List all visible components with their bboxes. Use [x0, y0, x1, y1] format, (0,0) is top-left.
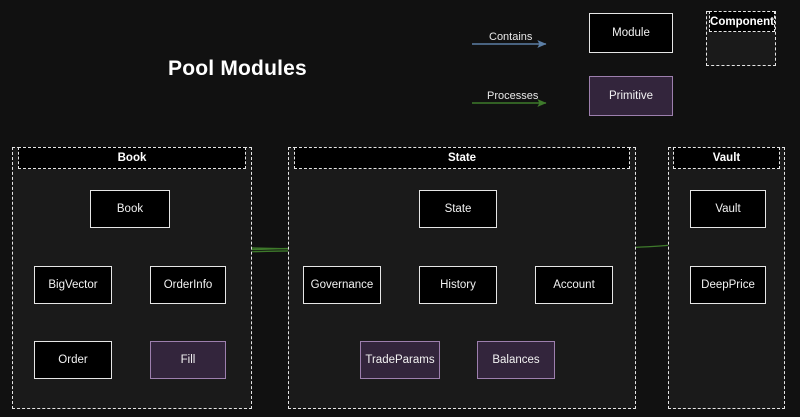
legend-shape-primitive: Primitive	[589, 76, 673, 116]
legend-shape-module-label: Module	[612, 26, 650, 39]
node-state-label: State	[444, 202, 472, 215]
legend-label-processes: Processes	[487, 90, 539, 102]
node-vault-label: Vault	[715, 202, 741, 215]
diagram-title: Pool Modules	[168, 57, 307, 80]
node-balances-label: Balances	[492, 353, 540, 366]
node-history-label: History	[440, 278, 476, 291]
node-bigvector[interactable]: BigVector	[34, 266, 112, 304]
legend-shape-component-label: Component	[710, 15, 774, 28]
node-tradeparams-label: TradeParams	[365, 353, 435, 366]
node-account-label: Account	[553, 278, 595, 291]
node-deepprice-label: DeepPrice	[701, 278, 755, 291]
node-account[interactable]: Account	[535, 266, 613, 304]
node-deepprice[interactable]: DeepPrice	[690, 266, 766, 304]
legend-shape-component-header: Component	[709, 11, 775, 32]
node-governance-label: Governance	[310, 278, 374, 291]
node-history[interactable]: History	[419, 266, 497, 304]
node-governance[interactable]: Governance	[303, 266, 381, 304]
node-orderinfo-label: OrderInfo	[163, 278, 213, 291]
node-vault[interactable]: Vault	[690, 190, 766, 228]
legend-label-contains: Contains	[489, 31, 533, 43]
node-balances[interactable]: Balances	[477, 341, 555, 379]
node-fill-label: Fill	[180, 353, 196, 366]
node-book-label: Book	[116, 202, 144, 215]
node-fill[interactable]: Fill	[150, 341, 226, 379]
node-order-label: Order	[58, 353, 88, 366]
legend-arrows	[472, 40, 547, 107]
node-bigvector-label: BigVector	[48, 278, 98, 291]
group-vault-label: Vault	[712, 152, 741, 164]
legend-shape-module: Module	[589, 13, 673, 53]
node-orderinfo[interactable]: OrderInfo	[150, 266, 226, 304]
group-vault-header: Vault	[673, 147, 780, 169]
group-state-header: State	[294, 147, 630, 169]
group-book-label: Book	[117, 152, 147, 164]
group-state-label: State	[447, 152, 477, 164]
group-book-header: Book	[18, 147, 246, 169]
node-order[interactable]: Order	[34, 341, 112, 379]
node-book[interactable]: Book	[90, 190, 170, 228]
node-state[interactable]: State	[419, 190, 497, 228]
node-tradeparams[interactable]: TradeParams	[360, 341, 440, 379]
legend-shape-primitive-label: Primitive	[608, 89, 654, 102]
